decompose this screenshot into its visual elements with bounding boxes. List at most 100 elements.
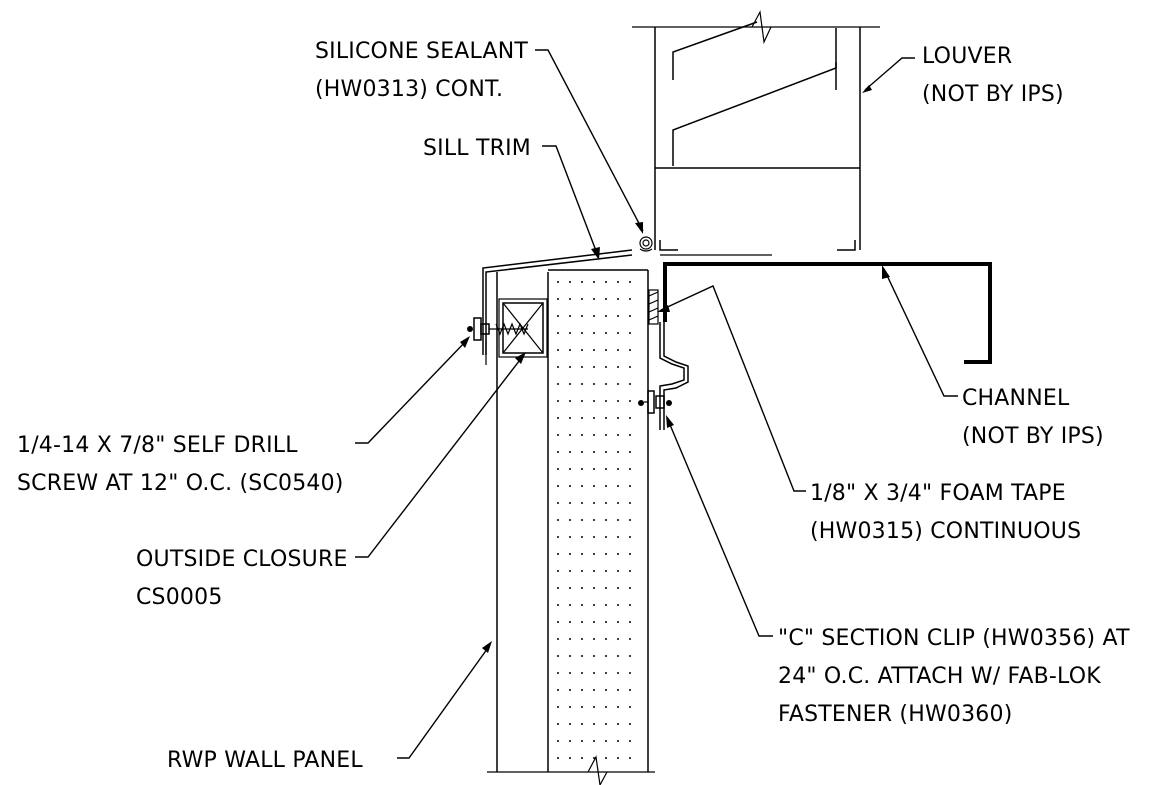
insulation-dot: [605, 400, 607, 402]
insulation-dot: [557, 417, 559, 419]
insulation-dot: [593, 332, 595, 334]
insulation-dot: [617, 621, 619, 623]
insulation-dot: [593, 366, 595, 368]
insulation-dot: [593, 706, 595, 708]
insulation-dot: [593, 587, 595, 589]
insulation-dot: [617, 655, 619, 657]
insulation-dot: [617, 298, 619, 300]
insulation-dot: [581, 570, 583, 572]
insulation-dot: [629, 400, 631, 402]
insulation-dot: [629, 655, 631, 657]
insulation-dot: [581, 757, 583, 759]
insulation-dot: [617, 689, 619, 691]
insulation-dot: [629, 638, 631, 640]
insulation-dot: [581, 281, 583, 283]
insulation-dot: [569, 315, 571, 317]
insulation-dot: [629, 434, 631, 436]
insulation-dot: [569, 281, 571, 283]
silicone-sealant-bead: [639, 236, 653, 252]
insulation-dot: [581, 672, 583, 674]
insulation-dot: [629, 468, 631, 470]
insulation-dot: [581, 468, 583, 470]
insulation-dot: [629, 332, 631, 334]
insulation-dot: [629, 417, 631, 419]
insulation-dot: [629, 723, 631, 725]
louver-label: LOUVER (NOT BY IPS): [922, 44, 1064, 107]
insulation-dot: [605, 689, 607, 691]
insulation-dot: [557, 638, 559, 640]
insulation-dot: [605, 332, 607, 334]
insulation-dot: [569, 536, 571, 538]
insulation-dot: [617, 672, 619, 674]
insulation-dot: [557, 315, 559, 317]
insulation-dot: [581, 400, 583, 402]
insulation-dot: [605, 706, 607, 708]
insulation-dot: [581, 740, 583, 742]
insulation-dot: [593, 417, 595, 419]
insulation-dot: [617, 315, 619, 317]
insulation-dot: [593, 315, 595, 317]
insulation-dot: [617, 485, 619, 487]
insulation-dot: [605, 315, 607, 317]
insulation-dot: [581, 502, 583, 504]
insulation-dot: [569, 332, 571, 334]
insulation-dot: [569, 672, 571, 674]
insulation-dot: [581, 706, 583, 708]
insulation-dot: [557, 366, 559, 368]
insulation-dot: [557, 757, 559, 759]
insulation-dot: [605, 723, 607, 725]
self-drill-screw-label: 1/4-14 X 7/8" SELF DRILL SCREW AT 12" O.…: [17, 433, 344, 496]
insulation-dot: [569, 417, 571, 419]
insulation-dot: [605, 604, 607, 606]
insulation-dot: [605, 281, 607, 283]
insulation-dot: [617, 349, 619, 351]
insulation-dot: [629, 502, 631, 504]
insulation-dot: [593, 672, 595, 674]
insulation-dot: [557, 502, 559, 504]
insulation-dot: [569, 468, 571, 470]
insulation-dot: [557, 298, 559, 300]
insulation-dot: [569, 740, 571, 742]
insulation-dot: [605, 638, 607, 640]
insulation-dot: [605, 740, 607, 742]
insulation-dot: [617, 723, 619, 725]
insulation-dot: [569, 621, 571, 623]
insulation-dot: [617, 434, 619, 436]
insulation-dot: [617, 706, 619, 708]
insulation-dot: [581, 655, 583, 657]
insulation-dot: [557, 621, 559, 623]
insulation-dot: [629, 672, 631, 674]
insulation-dot: [605, 468, 607, 470]
insulation-dot: [569, 400, 571, 402]
insulation-dot: [593, 383, 595, 385]
insulation-dot: [617, 757, 619, 759]
insulation-dot: [617, 587, 619, 589]
insulation-dot: [581, 349, 583, 351]
insulation-dot: [557, 536, 559, 538]
insulation-dot: [557, 689, 559, 691]
insulation-dot: [605, 672, 607, 674]
leader-lines: [355, 49, 958, 759]
insulation-dot: [629, 740, 631, 742]
insulation-dot: [581, 315, 583, 317]
insulation-dot: [581, 723, 583, 725]
insulation-dot: [593, 757, 595, 759]
insulation-dot: [605, 757, 607, 759]
insulation-dot: [605, 485, 607, 487]
insulation-dot: [617, 281, 619, 283]
insulation-dot: [605, 434, 607, 436]
insulation-dot: [557, 400, 559, 402]
insulation-dot: [557, 604, 559, 606]
insulation-dot: [629, 706, 631, 708]
insulation-dot: [593, 740, 595, 742]
insulation-dot: [629, 451, 631, 453]
insulation-dot: [581, 519, 583, 521]
insulation-dot: [581, 434, 583, 436]
insulation-dot: [617, 332, 619, 334]
sill-trim-label: SILL TRIM: [423, 136, 531, 161]
insulation-dot: [605, 536, 607, 538]
insulation-dot: [605, 451, 607, 453]
insulation-dot: [569, 723, 571, 725]
insulation-dot: [605, 519, 607, 521]
